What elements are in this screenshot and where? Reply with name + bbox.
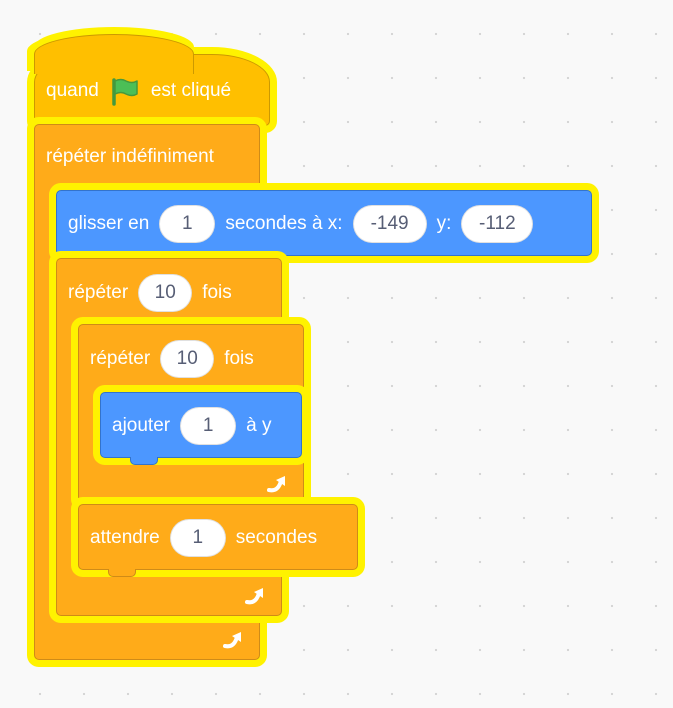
hat-block-content: quand est cliqué: [46, 74, 231, 108]
repeat-outer-content: répéter 10 fois: [68, 273, 232, 313]
loop-arrow-icon: [267, 476, 285, 493]
loop-arrow-icon: [245, 588, 263, 605]
repeat-inner-label-2: fois: [224, 348, 254, 369]
repeat-outer-count-input[interactable]: 10: [138, 274, 193, 312]
wait-label-1: attendre: [90, 527, 160, 548]
repeat-inner-count-input[interactable]: 10: [160, 340, 215, 378]
repeat-outer-label-1: répéter: [68, 282, 129, 303]
wait-block-tab: [108, 569, 136, 577]
loop-arrow-icon: [223, 632, 241, 649]
forever-block-content: répéter indéfiniment: [46, 140, 214, 174]
glide-block-content: glisser en 1 secondes à x: -149 y: -112: [68, 204, 534, 244]
change-y-label-2: à y: [246, 415, 272, 436]
repeat-outer-label-2: fois: [202, 282, 232, 303]
repeat-inner-label-1: répéter: [90, 348, 151, 369]
change-y-block-tab: [130, 457, 158, 465]
forever-label: répéter indéfiniment: [46, 146, 214, 167]
hat-label-clicked: est cliqué: [150, 80, 232, 101]
glide-label-1: glisser en: [68, 213, 150, 234]
glide-y-input[interactable]: -112: [461, 205, 534, 243]
glide-label-2: secondes à x:: [225, 213, 343, 234]
hat-label-when: quand: [46, 80, 99, 101]
wait-block[interactable]: [78, 504, 358, 570]
wait-seconds-input[interactable]: 1: [169, 519, 226, 557]
glide-seconds-input[interactable]: 1: [159, 205, 216, 243]
change-y-content: ajouter 1 à y: [112, 406, 271, 446]
change-y-label-1: ajouter: [112, 415, 171, 436]
change-y-value-input[interactable]: 1: [180, 407, 237, 445]
wait-block-content: attendre 1 secondes: [90, 518, 317, 558]
glide-x-input[interactable]: -149: [352, 205, 427, 243]
wait-label-2: secondes: [235, 527, 318, 548]
repeat-inner-content: répéter 10 fois: [90, 339, 254, 379]
glide-label-3: y:: [436, 213, 452, 234]
hat-block-body: [34, 34, 194, 74]
green-flag-icon[interactable]: [109, 76, 141, 106]
